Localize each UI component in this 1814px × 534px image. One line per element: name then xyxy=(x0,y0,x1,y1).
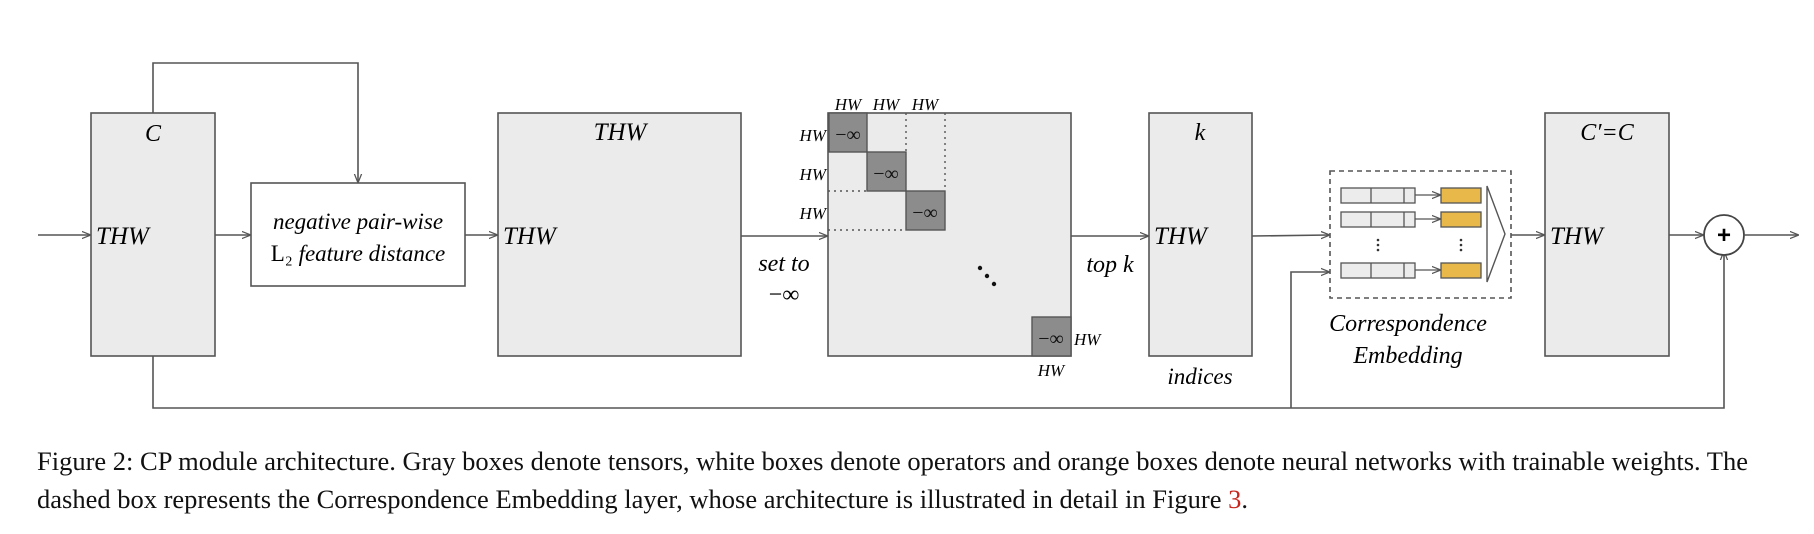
diagonal-block-2: −∞ xyxy=(866,151,907,192)
input-tensor: C THW xyxy=(90,112,216,357)
distance-tensor-top-label: THW xyxy=(594,119,649,146)
set-to-label-line1: set to xyxy=(758,251,809,277)
distance-tensor: THW THW xyxy=(497,112,742,357)
diagonal-block-last: −∞ xyxy=(1031,316,1072,357)
operator-line-2: L₂ feature distance xyxy=(271,241,446,266)
indices-tensor-top-label: k xyxy=(1195,120,1206,146)
operator-line-2-text: feature distance xyxy=(293,241,445,266)
diagonal-block-1: −∞ xyxy=(828,112,868,153)
input-tensor-side-label: THW xyxy=(96,223,151,250)
correspondence-embedding-layer: Correspondence Embedding xyxy=(1329,170,1512,369)
output-tensor-top-label: C′=C xyxy=(1580,120,1634,146)
matrix-side-label-3: HW xyxy=(799,204,828,223)
embedding-row-1 xyxy=(1340,187,1482,204)
output-tensor-side-label: THW xyxy=(1550,223,1605,250)
diagonal-block-last-label: −∞ xyxy=(1038,328,1064,350)
indices-tensor: k THW indices xyxy=(1148,112,1253,389)
features-to-embedding-line xyxy=(1290,272,1329,408)
embedding-label-line1: Correspondence xyxy=(1329,311,1487,337)
caption-end: . xyxy=(1241,484,1248,514)
diagonal-block-1-label: −∞ xyxy=(835,124,861,146)
embedding-row-ellipsis xyxy=(1376,238,1463,252)
indices-tensor-side-label: THW xyxy=(1154,223,1209,250)
matrix-last-right-label: HW xyxy=(1073,330,1102,349)
diagonal-block-2-label: −∞ xyxy=(873,163,899,185)
network-block-1 xyxy=(1440,187,1482,204)
matrix-top-label-1: HW xyxy=(834,95,863,114)
indices-to-embedding-arrow xyxy=(1251,235,1329,236)
input-to-operator-line xyxy=(152,62,358,182)
network-block-2 xyxy=(1440,211,1482,228)
indices-label: indices xyxy=(1167,364,1232,389)
distance-tensor-side-label: THW xyxy=(503,223,558,250)
input-tensor-top-label: C xyxy=(145,121,162,147)
embedding-row-k xyxy=(1340,262,1482,279)
distance-operator-box: negative pair-wise L₂ feature distance xyxy=(250,182,466,287)
sum-node: + xyxy=(1703,214,1745,256)
matrix-guides xyxy=(828,113,946,231)
figure-reference-link[interactable]: 3 xyxy=(1228,484,1242,514)
caption-text: Figure 2: CP module architecture. Gray b… xyxy=(37,446,1748,514)
sum-symbol: + xyxy=(1717,222,1731,249)
set-to-label-line2: −∞ xyxy=(769,282,800,308)
output-tensor: C′=C THW xyxy=(1544,112,1670,357)
matrix-last-bottom-label: HW xyxy=(1037,361,1066,380)
skip-connection-line xyxy=(152,252,1724,409)
figure-caption: Figure 2: CP module architecture. Gray b… xyxy=(37,442,1797,518)
embedding-label-line2: Embedding xyxy=(1352,343,1462,369)
matrix-side-label-2: HW xyxy=(799,165,828,184)
diagonal-block-3-label: −∞ xyxy=(912,202,938,224)
topk-label: top k xyxy=(1086,252,1134,278)
l2-symbol: L₂ xyxy=(271,241,293,266)
diagonal-block-3: −∞ xyxy=(905,190,946,231)
operator-line-1: negative pair-wise xyxy=(273,209,443,234)
network-block-k xyxy=(1440,262,1482,279)
embedding-row-2 xyxy=(1340,211,1482,228)
matrix-top-label-3: HW xyxy=(911,95,940,114)
pooling-triangle xyxy=(1486,185,1506,283)
matrix-side-label-1: HW xyxy=(799,126,828,145)
cp-module-diagram: C THW negative pair-wise L₂ feature dist… xyxy=(38,62,1814,409)
diagonal-ellipsis xyxy=(977,265,997,287)
matrix-top-label-2: HW xyxy=(872,95,901,114)
masked-distance-matrix: −∞ −∞ −∞ −∞ HW HW HW HW HW HW HW HW xyxy=(799,95,1103,380)
